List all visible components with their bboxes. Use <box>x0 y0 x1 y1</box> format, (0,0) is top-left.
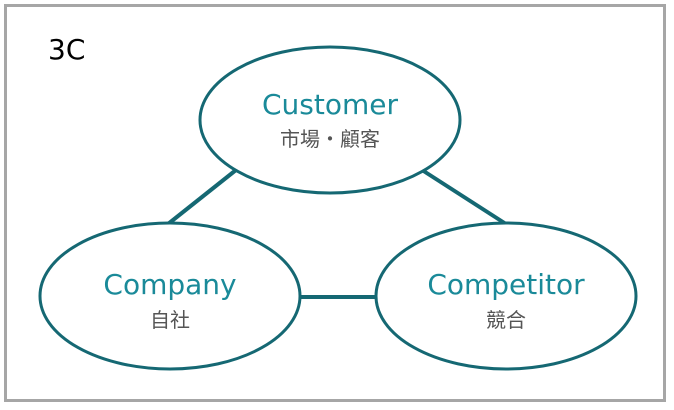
connector-customer-company <box>166 168 238 226</box>
node-company-ellipse <box>38 221 302 371</box>
node-customer-title: Customer <box>262 88 398 121</box>
node-competitor-title: Competitor <box>427 268 585 301</box>
node-company-title: Company <box>103 268 236 301</box>
node-company: Company 自社 <box>38 221 302 371</box>
diagram-title: 3C <box>48 33 86 66</box>
connector-customer-competitor <box>420 168 508 226</box>
node-customer: Customer 市場・顧客 <box>198 45 462 195</box>
node-competitor-ellipse <box>374 221 638 371</box>
node-competitor: Competitor 競合 <box>374 221 638 371</box>
node-company-subtitle: 自社 <box>150 308 190 332</box>
node-customer-ellipse <box>198 45 462 195</box>
node-competitor-subtitle: 競合 <box>486 308 526 332</box>
node-customer-subtitle: 市場・顧客 <box>280 127 380 151</box>
